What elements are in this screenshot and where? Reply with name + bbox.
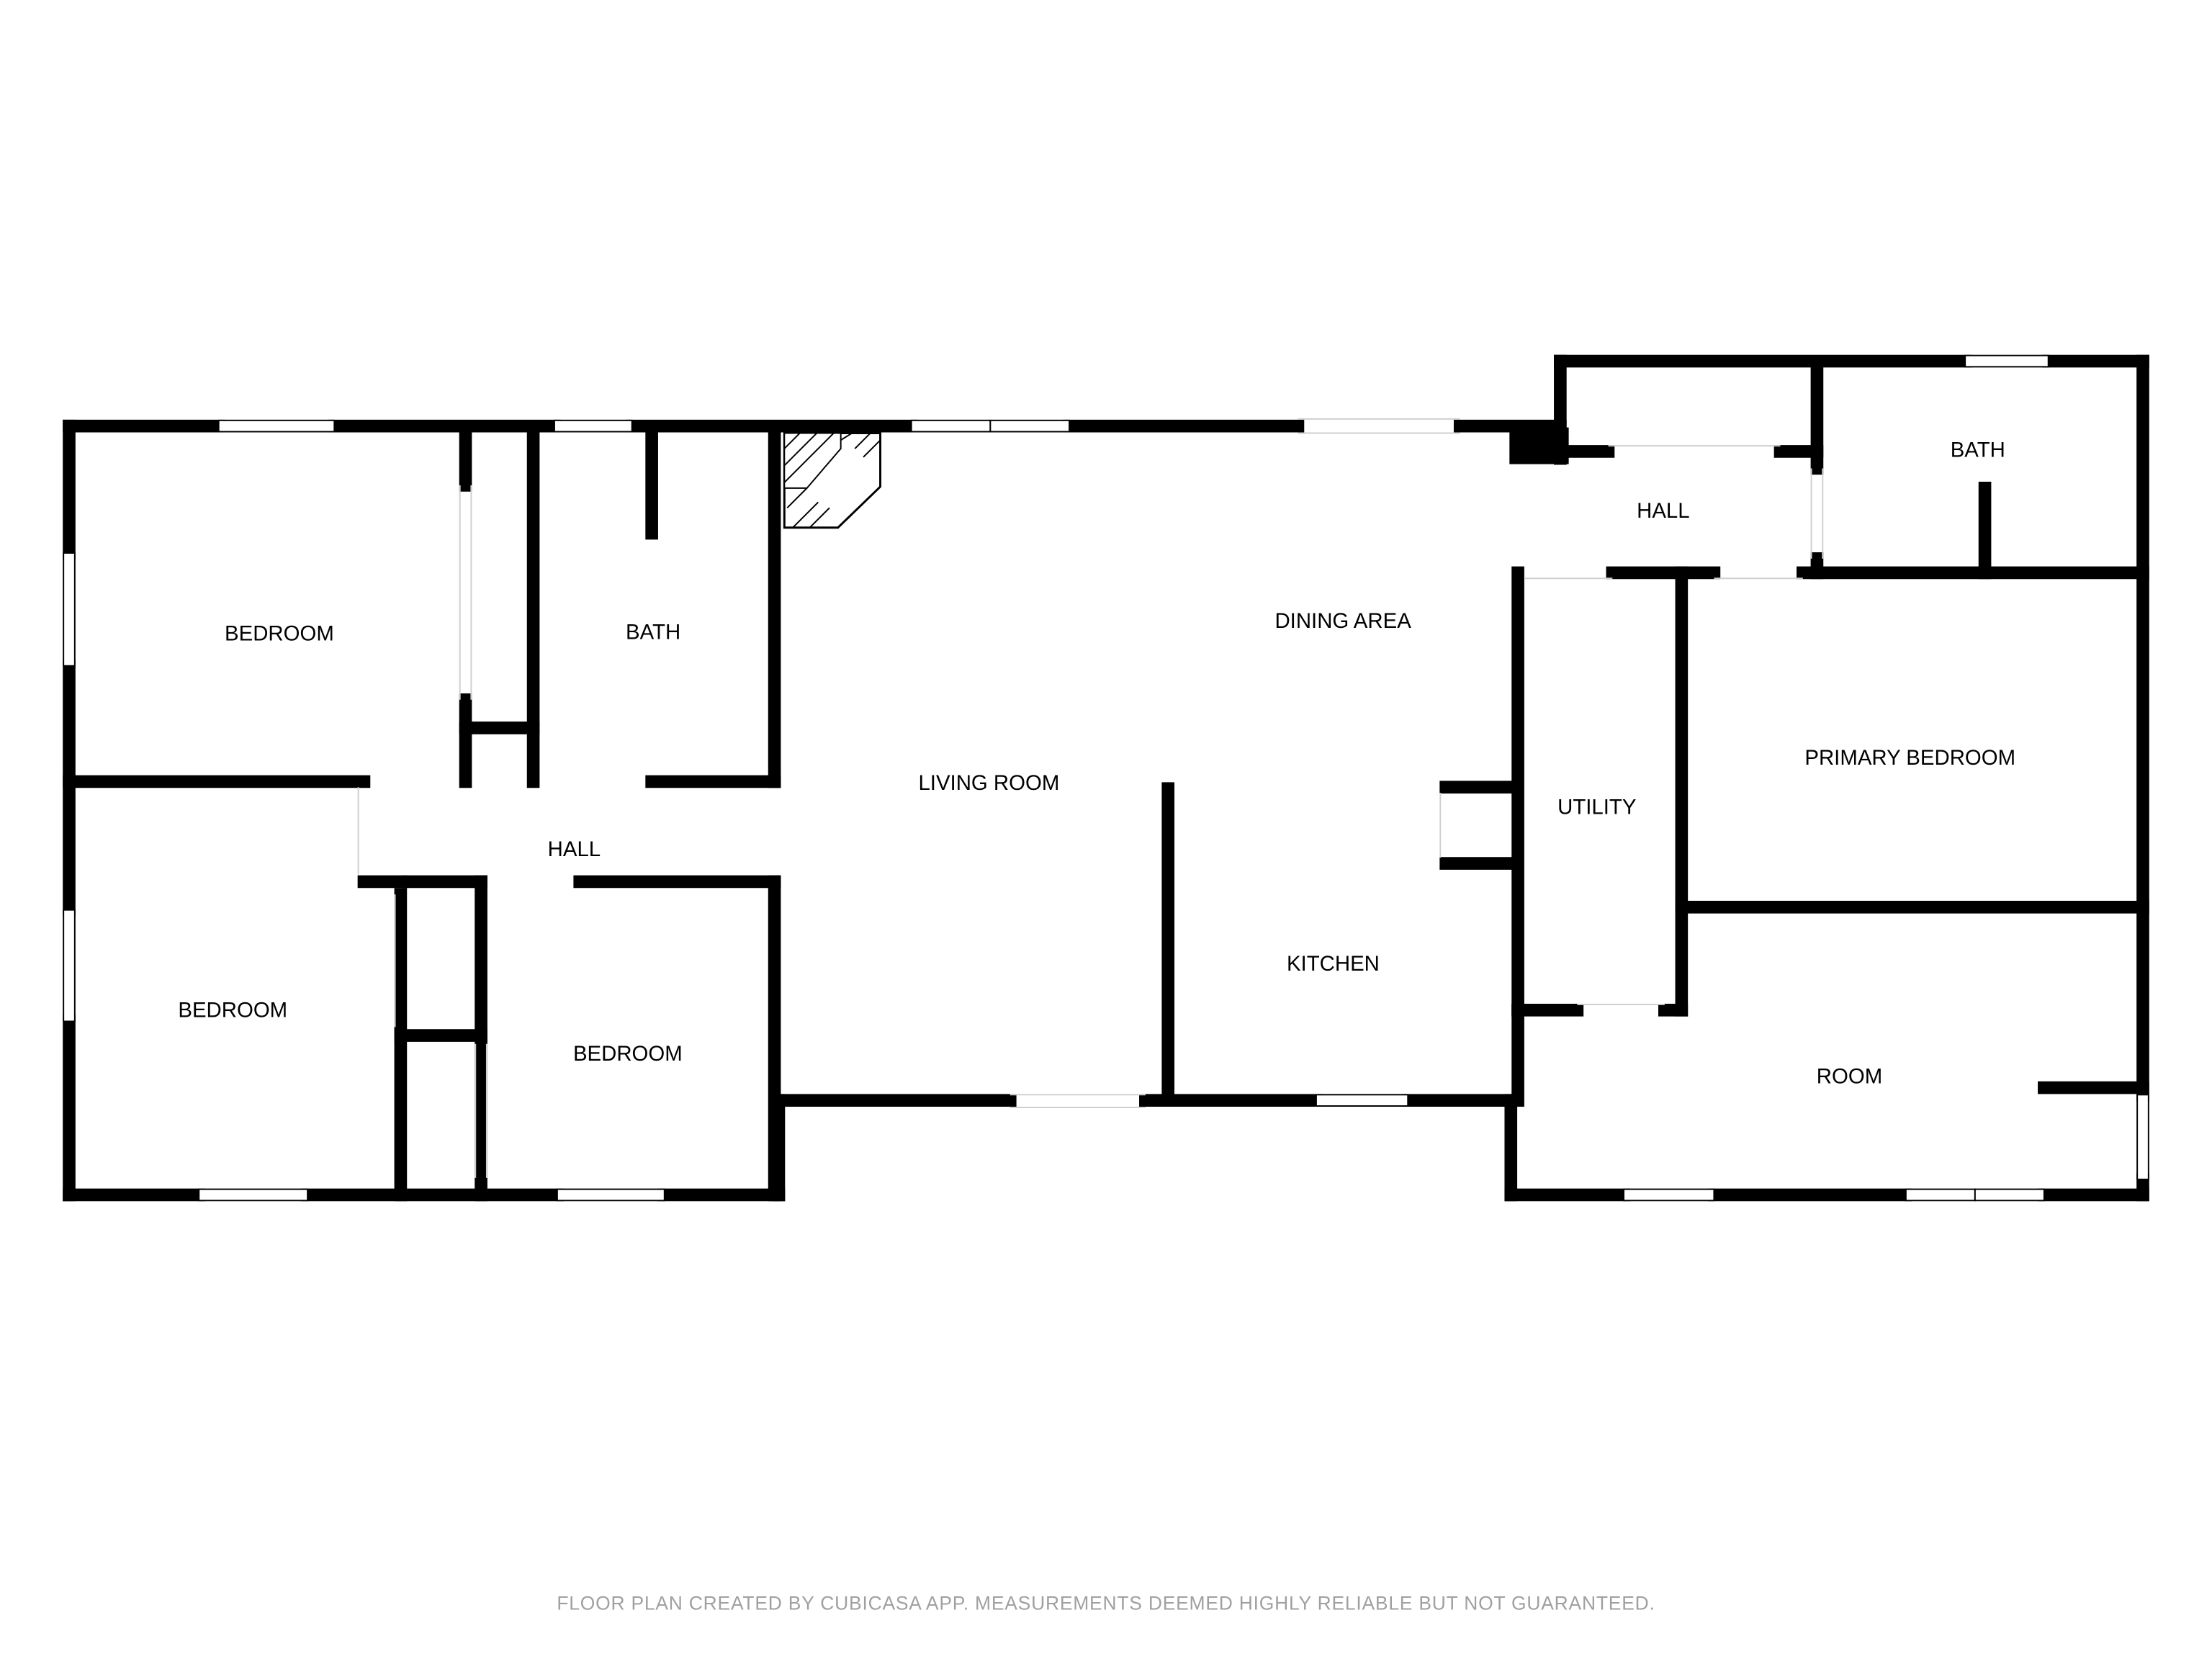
fireplace: [783, 432, 881, 529]
windows: [63, 354, 2149, 1202]
label-dining-area: DINING AREA: [1274, 609, 1411, 633]
footer-disclaimer: FLOOR PLAN CREATED BY CUBICASA APP. MEAS…: [557, 1592, 1655, 1614]
label-hall-left: HALL: [548, 837, 601, 861]
window: [989, 419, 1071, 433]
window: [1623, 1188, 1715, 1202]
structural-column: [1509, 427, 1569, 464]
window: [1964, 354, 2049, 368]
label-living-room: LIVING ROOM: [918, 771, 1059, 795]
window: [63, 552, 76, 667]
window: [553, 419, 633, 433]
label-hall-right: HALL: [1637, 499, 1689, 523]
room-labels: BEDROOM BATH HALL BEDROOM BEDROOM LIVING…: [178, 439, 2015, 1089]
openings: [357, 418, 1824, 1178]
fireplace-hatch: [783, 432, 881, 529]
label-bedroom-bottom-middle: BEDROOM: [573, 1042, 683, 1066]
walls: [63, 354, 2149, 1202]
window: [556, 1188, 665, 1202]
label-utility: UTILITY: [1557, 795, 1636, 819]
window: [198, 1188, 309, 1202]
label-bath-right: BATH: [1951, 439, 2005, 462]
label-room: ROOM: [1817, 1065, 1882, 1089]
label-bedroom-bottom-left: BEDROOM: [178, 999, 287, 1022]
window: [63, 909, 76, 1022]
window: [910, 419, 992, 433]
window: [2136, 1094, 2149, 1180]
window: [1315, 1094, 1409, 1107]
label-bath-left: BATH: [626, 620, 680, 644]
window: [1905, 1188, 1976, 1202]
window: [217, 419, 336, 433]
window: [1974, 1188, 2045, 1202]
label-primary-bedroom: PRIMARY BEDROOM: [1804, 746, 2015, 770]
label-bedroom-top-left: BEDROOM: [225, 621, 334, 645]
fireplace-firebox: [783, 432, 842, 489]
label-kitchen: KITCHEN: [1287, 952, 1380, 976]
